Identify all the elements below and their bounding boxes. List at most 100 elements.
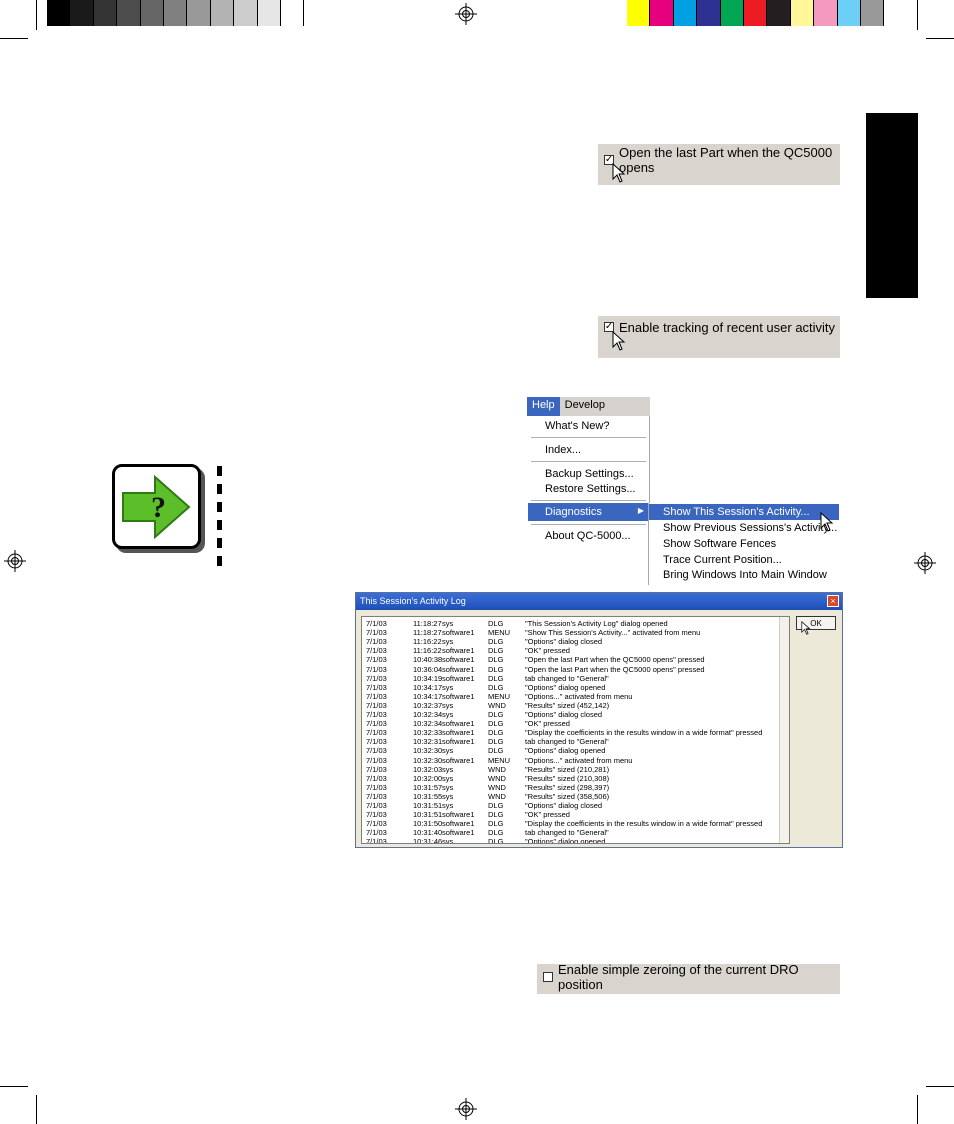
log-cell: DLG (488, 837, 504, 844)
checkbox-label: Enable tracking of recent user activity (619, 319, 836, 335)
log-cell: 11:16:22 (413, 637, 442, 647)
log-cell: "Results" sized (210,308) (525, 773, 610, 783)
log-cell: 7/1/03 (366, 755, 387, 765)
menu-develop[interactable]: Develop (564, 399, 605, 411)
menu-item-index[interactable]: Index... (545, 444, 582, 456)
color-swatch (860, 0, 885, 26)
vertical-scrollbar[interactable] (779, 617, 789, 843)
log-cell: sys (442, 773, 454, 783)
log-cell: 7/1/03 (366, 782, 387, 792)
mouse-pointer-icon (820, 512, 834, 532)
checkbox[interactable] (543, 972, 553, 982)
log-cell: WND (488, 773, 506, 783)
color-swatch (650, 0, 674, 26)
enable-tracking-option[interactable]: ✓ Enable tracking of recent user activit… (598, 316, 840, 358)
log-cell: software1 (442, 810, 475, 820)
log-cell: software1 (442, 655, 475, 665)
log-cell: sys (442, 782, 454, 792)
log-cell: DLG (488, 801, 504, 810)
color-swatch (673, 0, 698, 26)
log-cell: 10:32:31 (413, 737, 443, 747)
color-swatch (234, 0, 258, 26)
log-cell: DLG (488, 728, 504, 738)
color-swatch (743, 0, 768, 26)
menu-help[interactable]: Help (527, 397, 560, 416)
menu-item-whats-new[interactable]: What's New? (545, 420, 610, 432)
log-cell: WND (488, 700, 506, 710)
log-cell: "Options" dialog closed (525, 637, 603, 647)
log-cell: 7/1/03 (366, 628, 387, 638)
log-cell: sys (442, 837, 454, 844)
registration-mark-icon (4, 550, 26, 572)
log-cell: software1 (442, 819, 475, 829)
diagnostics-submenu: Show This Session's Activity... Show Pre… (648, 503, 840, 585)
log-cell: DLG (488, 819, 504, 829)
log-cell: "Display the coefficients in the results… (525, 819, 763, 829)
log-cell: 10:32:30 (413, 746, 443, 756)
log-cell: software1 (442, 646, 475, 656)
submenu-item-bring-windows[interactable]: Bring Windows Into Main Window (663, 569, 827, 581)
log-cell: 7/1/03 (366, 691, 387, 701)
submenu-item-show-this-session[interactable]: Show This Session's Activity... (663, 506, 810, 518)
menu-separator (531, 500, 646, 501)
log-cell: 7/1/03 (366, 655, 387, 665)
log-cell: sys (442, 764, 454, 774)
log-cell: software1 (442, 691, 475, 701)
log-cell: software1 (442, 737, 475, 747)
dashed-divider (217, 466, 222, 572)
log-cell: tab changed to "General" (525, 828, 609, 838)
log-cell: DLG (488, 619, 504, 628)
submenu-item-show-previous-sessions[interactable]: Show Previous Sessions's Activity... (663, 522, 838, 534)
log-cell: 10:31:40 (413, 828, 443, 838)
log-cell: DLG (488, 655, 504, 665)
log-cell: 10:31:50 (413, 819, 443, 829)
log-cell: DLG (488, 828, 504, 838)
color-swatch (117, 0, 141, 26)
log-cell: 10:31:55 (413, 791, 443, 801)
log-cell: DLG (488, 810, 504, 820)
log-cell: 10:31:51 (413, 801, 443, 810)
menu-separator (531, 437, 646, 438)
submenu-item-trace-position[interactable]: Trace Current Position... (663, 554, 782, 566)
submenu-item-software-fences[interactable]: Show Software Fences (663, 538, 777, 550)
log-cell: "Show This Session's Activity..." activa… (525, 628, 701, 638)
log-cell: "Open the last Part when the QC5000 open… (525, 664, 705, 674)
crop-mark (0, 38, 28, 39)
simple-zeroing-option[interactable]: Enable simple zeroing of the current DRO… (537, 962, 840, 994)
log-cell: 10:34:17 (413, 682, 443, 692)
log-cell: sys (442, 682, 454, 692)
open-last-part-option[interactable]: ✓ Open the last Part when the QC5000 ope… (598, 144, 840, 185)
log-cell: "Options" dialog opened (525, 746, 606, 756)
log-cell: DLG (488, 673, 504, 683)
color-swatch (187, 0, 211, 26)
checkbox[interactable]: ✓ (604, 321, 614, 332)
color-swatch (837, 0, 861, 26)
close-icon[interactable]: × (827, 595, 839, 607)
log-cell: WND (488, 791, 506, 801)
menu-item-restore-settings[interactable]: Restore Settings... (545, 483, 636, 495)
color-swatch (697, 0, 721, 26)
color-swatch (163, 0, 188, 26)
menu-item-backup-settings[interactable]: Backup Settings... (545, 468, 634, 480)
log-cell: DLG (488, 746, 504, 756)
menu-item-about[interactable]: About QC-5000... (545, 530, 631, 542)
log-cell: 7/1/03 (366, 810, 387, 820)
mouse-pointer-icon (612, 163, 626, 183)
log-cell: software1 (442, 719, 475, 729)
log-cell: DLG (488, 719, 504, 729)
color-swatch (140, 0, 164, 26)
log-cell: WND (488, 764, 506, 774)
menu-item-diagnostics[interactable]: Diagnostics ▶ (528, 503, 648, 521)
crop-mark (917, 0, 918, 30)
log-cell: "Results" sized (210,281) (525, 764, 610, 774)
log-cell: "Options" dialog opened (525, 682, 606, 692)
color-swatch (93, 0, 118, 26)
color-swatch (47, 0, 71, 26)
log-cell: 7/1/03 (366, 828, 387, 838)
log-cell: 7/1/03 (366, 673, 387, 683)
log-cell: sys (442, 619, 454, 628)
process-color-bar (627, 0, 885, 26)
color-swatch (210, 0, 235, 26)
checkbox[interactable]: ✓ (604, 153, 614, 165)
